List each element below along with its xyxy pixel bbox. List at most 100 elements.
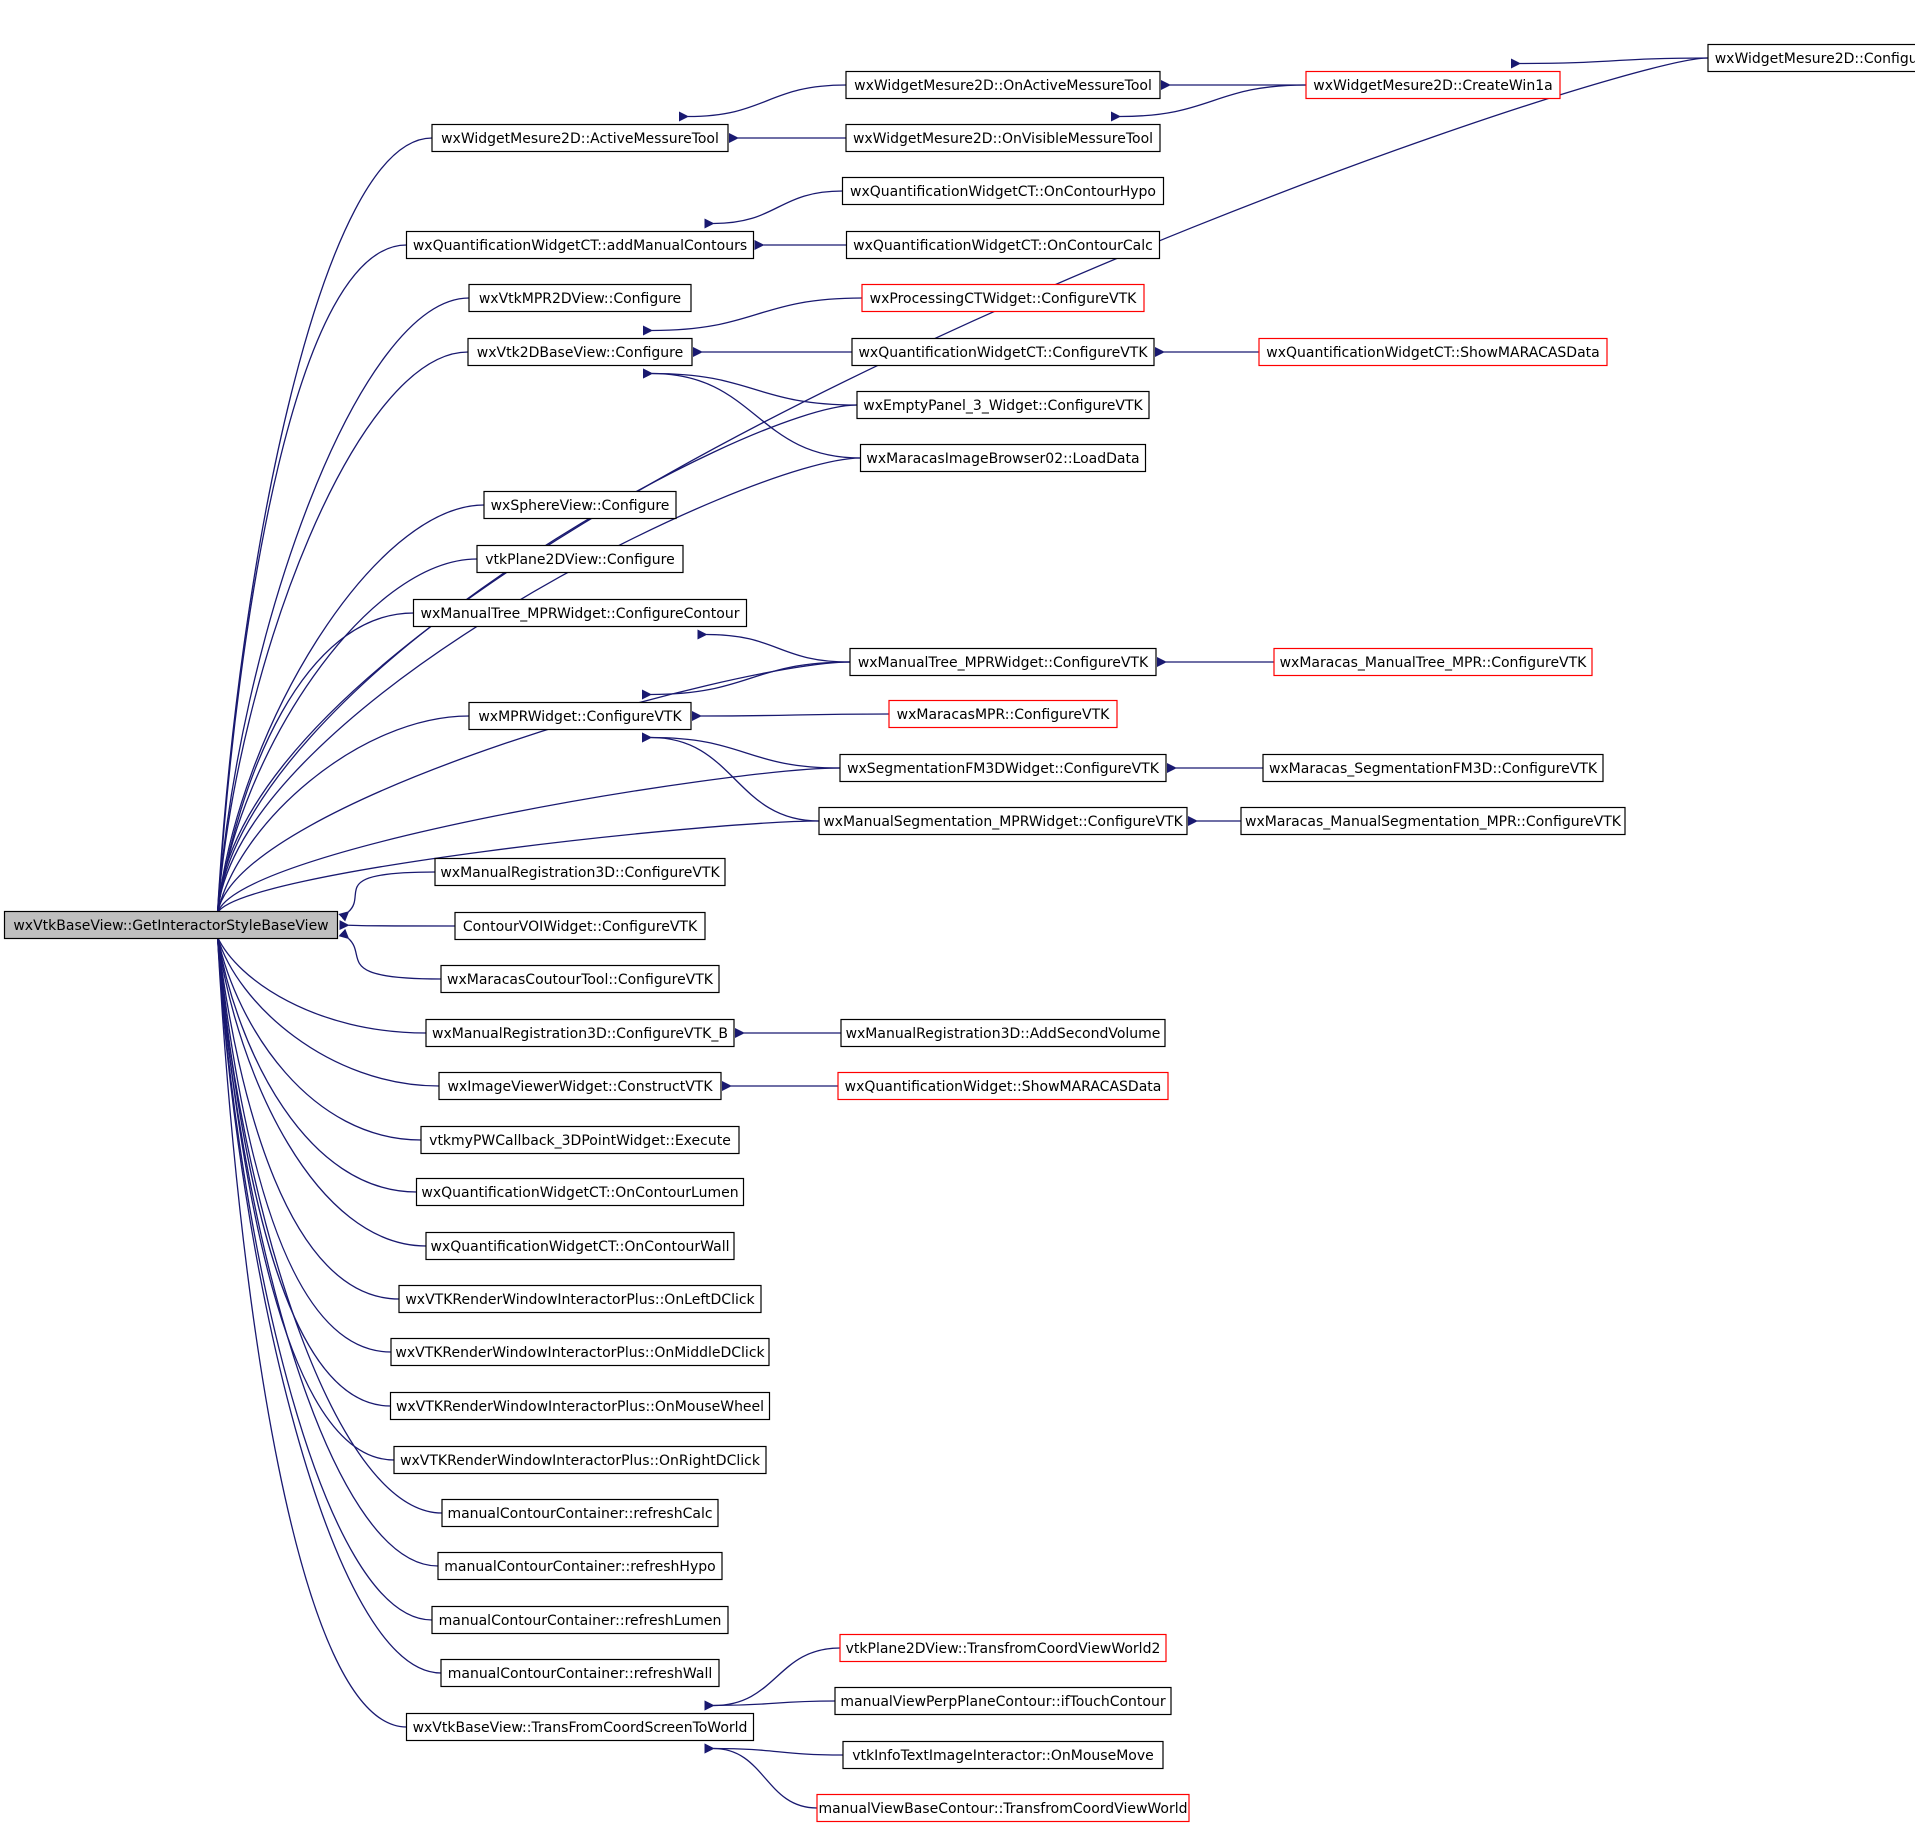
function-node[interactable]: wxVtkBaseView::TransFromCoordScreenToWor… xyxy=(405,1712,755,1742)
call-edge xyxy=(211,244,407,923)
call-edge xyxy=(211,927,439,1567)
node-label: wxQuantificationWidget::ShowMARACASData xyxy=(845,1079,1162,1095)
call-edge xyxy=(641,732,841,769)
function-node[interactable]: ContourVOIWidget::ConfigureVTK xyxy=(454,911,706,941)
call-edge xyxy=(211,927,417,1193)
function-node[interactable]: wxManualSegmentation_MPRWidget::Configur… xyxy=(818,806,1188,836)
function-node[interactable]: wxWidgetMesure2D::OnVisibleMessureTool xyxy=(845,123,1161,153)
function-node[interactable]: wxProcessingCTWidget::ConfigureVTK xyxy=(861,283,1145,313)
function-node[interactable]: wxMaracasMPR::ConfigureVTK xyxy=(888,699,1118,729)
node-box xyxy=(398,1284,762,1314)
function-node[interactable]: wxVtk2DBaseView::Configure xyxy=(467,337,693,367)
function-node[interactable]: wxQuantificationWidgetCT::ShowMARACASDat… xyxy=(1258,337,1608,367)
function-node[interactable]: wxQuantificationWidgetCT::OnContourHypo xyxy=(841,176,1165,206)
call-edge xyxy=(697,629,851,663)
function-node[interactable]: manualViewBaseContour::TransfromCoordVie… xyxy=(816,1793,1190,1823)
function-node[interactable]: vtkInfoTextImageInteractor::OnMouseMove xyxy=(842,1740,1164,1770)
function-node[interactable]: wxQuantificationWidget::ShowMARACASData xyxy=(837,1071,1169,1101)
node-label: wxImageViewerWidget::ConstructVTK xyxy=(447,1079,713,1095)
node-label: wxManualTree_MPRWidget::ConfigureContour xyxy=(421,606,740,622)
node-label: manualViewBaseContour::TransfromCoordVie… xyxy=(818,1801,1187,1817)
node-box xyxy=(1273,647,1593,677)
function-node[interactable]: manualContourContainer::refreshHypo xyxy=(437,1551,723,1581)
node-box xyxy=(888,699,1118,729)
call-edge xyxy=(704,1743,844,1756)
function-node[interactable]: wxManualTree_MPRWidget::ConfigureContour xyxy=(412,598,748,628)
root-function-node[interactable]: wxVtkBaseView::GetInteractorStyleBaseVie… xyxy=(3,910,339,940)
function-node[interactable]: wxSegmentationFM3DWidget::ConfigureVTK xyxy=(839,753,1167,783)
node-label: wxQuantificationWidgetCT::OnContourHypo xyxy=(850,184,1156,200)
function-node[interactable]: wxVtkMPR2DView::Configure xyxy=(468,283,692,313)
node-label: wxVtkBaseView::TransFromCoordScreenToWor… xyxy=(413,1720,748,1736)
function-node[interactable]: wxQuantificationWidgetCT::OnContourCalc xyxy=(845,230,1161,260)
function-node[interactable]: vtkPlane2DView::Configure xyxy=(476,544,684,574)
function-node[interactable]: wxMaracasCoutourTool::ConfigureVTK xyxy=(440,964,720,994)
function-node[interactable]: manualContourContainer::refreshLumen xyxy=(431,1605,729,1635)
function-node[interactable]: wxQuantificationWidgetCT::OnContourWall xyxy=(425,1231,735,1261)
node-box xyxy=(816,1793,1190,1823)
node-label: wxVtkBaseView::GetInteractorStyleBaseVie… xyxy=(13,918,328,934)
function-node[interactable]: vtkPlane2DView::TransfromCoordViewWorld2 xyxy=(839,1633,1167,1663)
node-label: wxQuantificationWidgetCT::ConfigureVTK xyxy=(858,345,1148,361)
function-node[interactable]: wxMaracasImageBrowser02::LoadData xyxy=(859,443,1147,473)
function-node[interactable]: wxQuantificationWidgetCT::ConfigureVTK xyxy=(851,337,1155,367)
function-node[interactable]: wxWidgetMesure2D::ConfigureA xyxy=(1707,43,1915,73)
function-node[interactable]: wxManualRegistration3D::AddSecondVolume xyxy=(840,1018,1166,1048)
node-box xyxy=(861,283,1145,313)
node-label: wxMaracasMPR::ConfigureVTK xyxy=(897,707,1111,723)
node-box xyxy=(839,1633,1167,1663)
function-node[interactable]: vtkmyPWCallback_3DPointWidget::Execute xyxy=(420,1125,740,1155)
function-node[interactable]: wxMaracas_ManualSegmentation_MPR::Config… xyxy=(1240,806,1626,836)
function-node[interactable]: wxManualTree_MPRWidget::ConfigureVTK xyxy=(849,647,1157,677)
function-node[interactable]: wxMPRWidget::ConfigureVTK xyxy=(468,701,692,731)
function-node[interactable]: wxEmptyPanel_3_Widget::ConfigureVTK xyxy=(856,390,1150,420)
function-node[interactable]: wxManualRegistration3D::ConfigureVTK xyxy=(434,857,726,887)
call-edge xyxy=(691,711,890,722)
call-edge xyxy=(211,927,400,1300)
node-box xyxy=(420,1125,740,1155)
function-node[interactable]: wxMaracas_ManualTree_MPR::ConfigureVTK xyxy=(1273,647,1593,677)
node-label: wxWidgetMesure2D::CreateWin1a xyxy=(1313,78,1552,94)
call-edge xyxy=(678,84,847,122)
function-node[interactable]: wxWidgetMesure2D::CreateWin1a xyxy=(1305,70,1561,100)
function-node[interactable]: wxMaracas_SegmentationFM3D::ConfigureVTK xyxy=(1262,753,1604,783)
function-node[interactable]: wxImageViewerWidget::ConstructVTK xyxy=(438,1071,722,1101)
call-edge xyxy=(211,297,470,923)
call-edge xyxy=(210,926,440,1087)
call-edge xyxy=(704,1647,841,1711)
function-node[interactable]: wxQuantificationWidgetCT::addManualConto… xyxy=(405,230,755,260)
function-node[interactable]: wxManualRegistration3D::ConfigureVTK_B xyxy=(425,1018,735,1048)
call-edge xyxy=(211,612,414,923)
node-box xyxy=(390,1337,770,1367)
node-label: wxMPRWidget::ConfigureVTK xyxy=(478,709,682,725)
call-edge xyxy=(1510,57,1709,69)
function-node[interactable]: wxVTKRenderWindowInteractorPlus::OnRight… xyxy=(393,1445,767,1475)
node-label: wxQuantificationWidgetCT::addManualConto… xyxy=(413,238,747,254)
call-edge xyxy=(210,661,851,923)
node-box xyxy=(440,1658,720,1688)
node-label: wxWidgetMesure2D::ConfigureA xyxy=(1715,51,1915,67)
node-label: wxManualTree_MPRWidget::ConfigureVTK xyxy=(858,655,1149,671)
edges-layer xyxy=(209,57,1709,1809)
node-box xyxy=(845,123,1161,153)
function-node[interactable]: wxVTKRenderWindowInteractorPlus::OnMiddl… xyxy=(390,1337,770,1367)
function-node[interactable]: wxVTKRenderWindowInteractorPlus::OnMouse… xyxy=(389,1391,771,1421)
node-label: vtkInfoTextImageInteractor::OnMouseMove xyxy=(852,1748,1154,1764)
call-edge xyxy=(211,927,395,1461)
function-node[interactable]: manualContourContainer::refreshWall xyxy=(440,1658,720,1688)
call-edge xyxy=(339,920,456,931)
function-node[interactable]: manualViewPerpPlaneContour::ifTouchConto… xyxy=(834,1686,1172,1716)
node-box xyxy=(1262,753,1604,783)
call-edge xyxy=(704,1743,818,1809)
call-edge xyxy=(209,926,427,1034)
function-node[interactable]: manualContourContainer::refreshCalc xyxy=(441,1498,719,1528)
node-box xyxy=(851,337,1155,367)
node-label: vtkPlane2DView::Configure xyxy=(485,552,674,568)
function-node[interactable]: wxWidgetMesure2D::ActiveMessureTool xyxy=(431,123,729,153)
function-node[interactable]: wxSphereView::Configure xyxy=(483,490,677,520)
function-node[interactable]: wxQuantificationWidgetCT::OnContourLumen xyxy=(415,1177,745,1207)
function-node[interactable]: wxWidgetMesure2D::OnActiveMessureTool xyxy=(845,70,1161,100)
function-node[interactable]: wxVTKRenderWindowInteractorPlus::OnLeftD… xyxy=(398,1284,762,1314)
node-box xyxy=(434,857,726,887)
